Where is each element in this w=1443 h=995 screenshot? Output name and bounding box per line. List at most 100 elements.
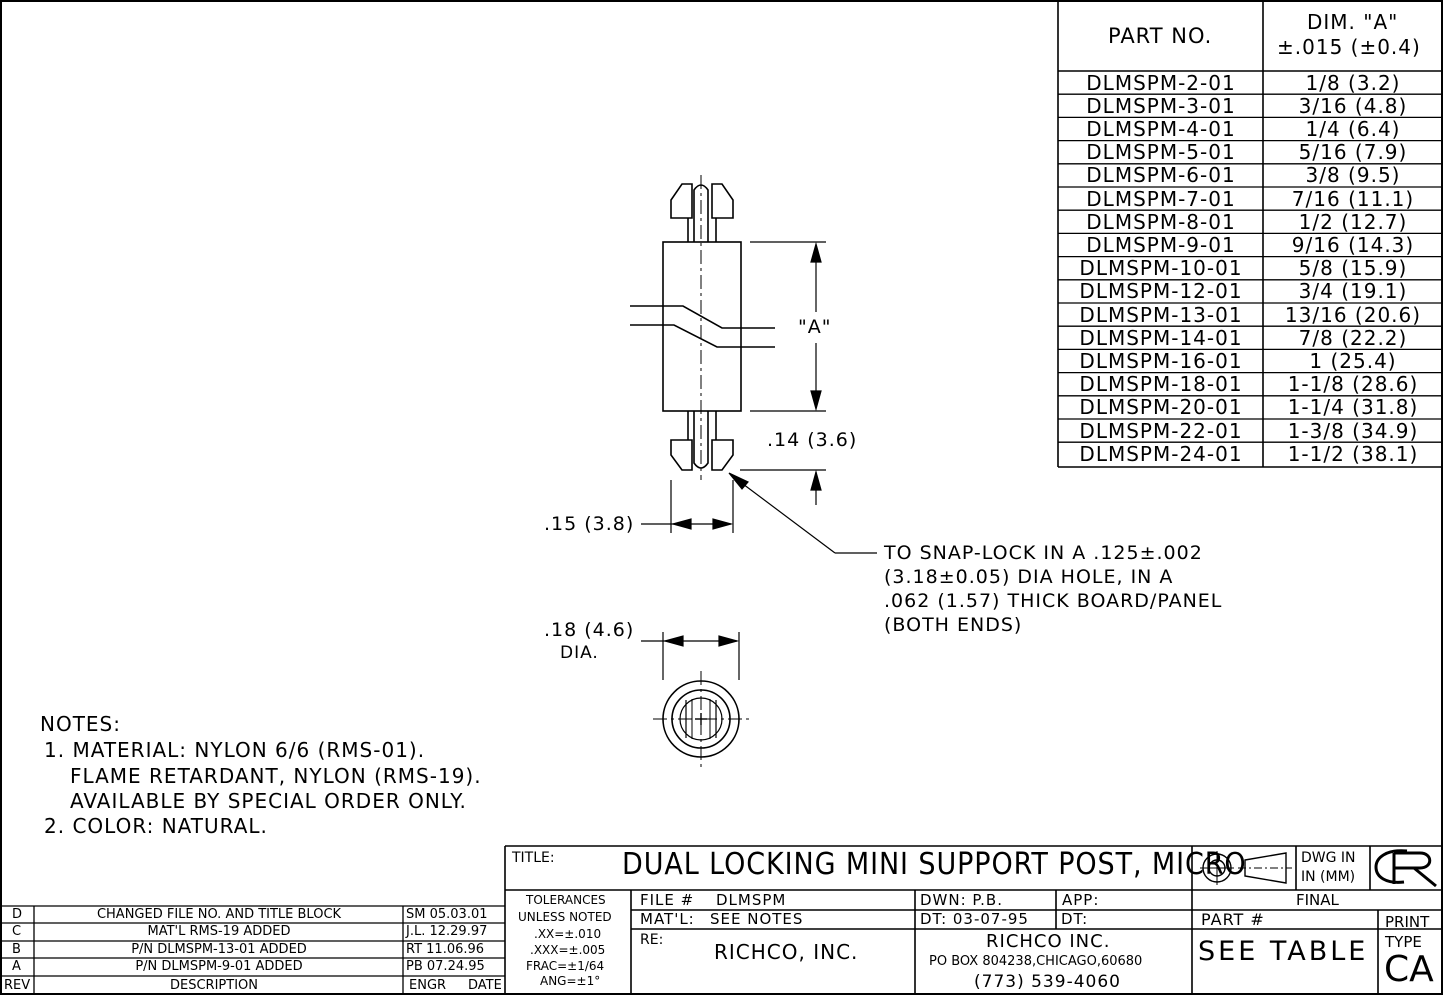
table-cell-part-no: DLMSPM-6-01 (1086, 163, 1236, 188)
note-line-4: 2. COLOR: NATURAL. (44, 814, 268, 838)
company-name: RICHCO INC. (986, 931, 1111, 952)
callout-line-3: .062 (1.57) THICK BOARD/PANEL (884, 590, 1223, 612)
revision-description: CHANGED FILE NO. AND TITLE BLOCK (96, 907, 342, 922)
approved-date: DT: (1061, 910, 1089, 928)
dia-value-label: .18 (4.6) (544, 619, 635, 641)
rev-header-date: DATE (468, 978, 502, 993)
print-type-label-2: TYPE (1385, 933, 1422, 951)
drawn-by: DWN: P.B. (920, 891, 1003, 909)
table-cell-dim-a: 5/16 (7.9) (1298, 140, 1408, 165)
table-cell-dim-a: 1-1/4 (31.8) (1287, 395, 1419, 420)
table-cell-part-no: DLMSPM-8-01 (1086, 209, 1236, 234)
tolerance-line-3: .XX=±.010 (534, 927, 602, 941)
table-cell-dim-a: 3/8 (9.5) (1305, 163, 1401, 188)
callout-line-1: TO SNAP-LOCK IN A .125±.002 (884, 542, 1203, 564)
table-cell-dim-a: 3/16 (4.8) (1298, 93, 1408, 118)
table-cell-part-no: DLMSPM-13-01 (1079, 302, 1243, 327)
table-cell-part-no: DLMSPM-2-01 (1086, 70, 1236, 95)
print-type-value: CA (1384, 949, 1434, 990)
drawn-date: DT: 03-07-95 (920, 910, 1029, 928)
dimension-width-label: .15 (3.8) (544, 513, 635, 535)
notes-heading: NOTES: (40, 712, 121, 736)
richco-logo (1374, 849, 1437, 888)
tolerance-line-4: .XXX=±.005 (530, 943, 606, 957)
dwg-in-mm-label: IN (MM) (1301, 869, 1356, 885)
revision-grid (1, 905, 505, 994)
table-cell-dim-a: 1/4 (6.4) (1305, 116, 1401, 141)
revision-engr-date: SM 05.03.01 (406, 907, 488, 922)
dimension-a-lines (750, 241, 826, 412)
revision-letter: C (12, 924, 22, 939)
rev-header-engr: ENGR (409, 978, 447, 993)
matl-value: SEE NOTES (710, 910, 804, 928)
table-header-part-no: PART NO. (1108, 24, 1213, 48)
callout-line-2: (3.18±0.05) DIA HOLE, IN A (884, 566, 1174, 588)
tolerance-line-5: FRAC=±1/64 (526, 959, 605, 973)
table-cell-part-no: DLMSPM-20-01 (1079, 395, 1243, 420)
company-address: PO BOX 804238,CHICAGO,60680 (929, 954, 1143, 969)
print-type-label-1: PRINT (1385, 913, 1430, 931)
revision-letter: A (12, 959, 21, 974)
dimension-head-lines (740, 469, 826, 505)
re-value: RICHCO, INC. (714, 940, 859, 964)
tolerance-line-2: UNLESS NOTED (518, 910, 612, 924)
matl-label: MAT'L: (640, 910, 695, 928)
table-cell-part-no: DLMSPM-3-01 (1086, 93, 1236, 118)
table-cell-part-no: DLMSPM-22-01 (1079, 418, 1243, 443)
table-cell-part-no: DLMSPM-9-01 (1086, 232, 1236, 257)
revision-engr-date: RT 11.06.96 (406, 942, 485, 957)
table-cell-dim-a: 3/4 (19.1) (1298, 279, 1408, 304)
table-header-dim-a: DIM. "A" (1307, 10, 1399, 34)
table-cell-dim-a: 7/8 (22.2) (1298, 325, 1408, 350)
revision-engr-date: J.L. 12.29.97 (406, 924, 488, 939)
callout-line-4: (BOTH ENDS) (884, 614, 1023, 636)
revision-description: P/N DLMSPM-13-01 ADDED (131, 942, 307, 957)
approved-by: APP: (1062, 891, 1100, 909)
revision-description: MAT'L RMS-19 ADDED (147, 924, 291, 939)
note-line-2: FLAME RETARDANT, NYLON (RMS-19). (70, 764, 482, 788)
table-cell-part-no: DLMSPM-24-01 (1079, 441, 1243, 466)
dimension-head-label: .14 (3.6) (767, 429, 858, 451)
table-cell-dim-a: 1-1/8 (28.6) (1287, 372, 1419, 397)
title-block-grid (504, 845, 1442, 994)
tolerance-line-1: TOLERANCES (526, 893, 606, 907)
part-number-value: SEE TABLE (1198, 936, 1369, 967)
table-cell-dim-a: 1/8 (3.2) (1305, 70, 1401, 95)
rev-header-description: DESCRIPTION (170, 978, 258, 993)
table-cell-dim-a: 1-3/8 (34.9) (1287, 418, 1419, 443)
table-cell-part-no: DLMSPM-14-01 (1079, 325, 1243, 350)
table-cell-part-no: DLMSPM-5-01 (1086, 140, 1236, 165)
table-cell-dim-a: 13/16 (20.6) (1284, 302, 1422, 327)
table-cell-dim-a: 1/2 (12.7) (1298, 209, 1408, 234)
projection-symbol (1200, 851, 1292, 885)
re-label: RE: (640, 932, 664, 948)
table-cell-dim-a: 1-1/2 (38.1) (1287, 441, 1419, 466)
rev-header-rev: REV (4, 978, 31, 993)
table-cell-part-no: DLMSPM-12-01 (1079, 279, 1243, 304)
part-number-label: PART # (1201, 910, 1265, 929)
table-cell-dim-a: 7/16 (11.1) (1291, 186, 1415, 211)
part-table-row-lines (1058, 93, 1442, 443)
revision-letter: D (12, 907, 23, 922)
dimension-dia-lines (641, 632, 740, 680)
file-label: FILE # (640, 891, 695, 909)
post-side-view (630, 175, 775, 480)
post-end-view (653, 671, 749, 767)
table-cell-part-no: DLMSPM-7-01 (1086, 186, 1236, 211)
final-label: FINAL (1296, 891, 1339, 909)
callout-leader (728, 472, 877, 554)
note-line-3: AVAILABLE BY SPECIAL ORDER ONLY. (70, 789, 467, 813)
dia-label: DIA. (560, 643, 599, 663)
title-label: TITLE: (512, 850, 555, 866)
note-line-1: 1. MATERIAL: NYLON 6/6 (RMS-01). (44, 738, 426, 762)
table-cell-dim-a: 5/8 (15.9) (1298, 256, 1408, 281)
drawing-title: DUAL LOCKING MINI SUPPORT POST, MICRO (622, 847, 1247, 882)
revision-engr-date: PB 07.24.95 (406, 959, 485, 974)
table-header-tolerance: ±.015 (±0.4) (1277, 35, 1421, 59)
table-cell-dim-a: 9/16 (14.3) (1291, 232, 1415, 257)
revision-letter: B (12, 942, 21, 957)
dimension-a-label: "A" (798, 316, 832, 338)
table-cell-part-no: DLMSPM-16-01 (1079, 348, 1243, 373)
